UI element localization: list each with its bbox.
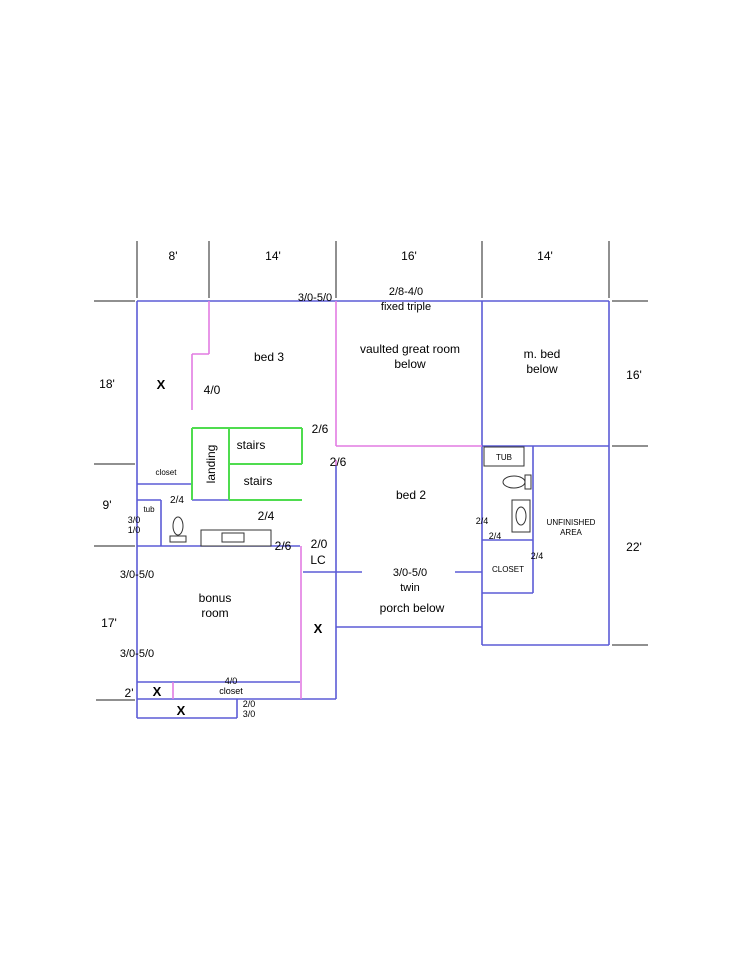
opening-labels: 3/0-5/0 2/8-4/0 fixed triple 4/0 2/6 2/6…: [120, 286, 543, 719]
dim-top-1: 8': [169, 249, 178, 263]
opening-bed2-window-line2: twin: [400, 582, 420, 594]
room-porch: porch below: [380, 601, 445, 615]
room-stairs-lower: stairs: [244, 474, 273, 488]
opening-mbath-door-right: 2/4: [531, 551, 544, 561]
dim-top-4: 14': [537, 249, 553, 263]
room-great-line1: vaulted great room: [360, 342, 460, 356]
opening-bath-window-line2: 1/0: [128, 525, 141, 535]
opening-bath-window-line1: 3/0: [128, 515, 141, 525]
toilet-bowl-right: [502, 475, 526, 489]
x-mark-bottom: X: [177, 703, 186, 718]
opening-closet-door: 4/0: [225, 676, 238, 686]
room-unfinished-line2: AREA: [560, 528, 582, 537]
opening-bonus-window-upper: 3/0-5/0: [120, 569, 154, 581]
dimension-labels: 8' 14' 16' 14' 18' 9' 17' 2' 16' 22': [99, 249, 642, 700]
room-bed2: bed 2: [396, 488, 426, 502]
room-tub-right: TUB: [496, 453, 512, 462]
opening-bonus-window-lower: 3/0-5/0: [120, 648, 154, 660]
dim-left-2: 9': [103, 498, 112, 512]
dim-top-2: 14': [265, 249, 281, 263]
stair-walls: [191, 427, 303, 501]
room-great-line2: below: [394, 357, 426, 371]
x-mark-bed3: X: [157, 377, 166, 392]
room-bonus-line2: room: [201, 606, 228, 620]
toilet-tank-right: [524, 474, 532, 490]
bath-fixtures-right: [483, 446, 532, 533]
room-tub-left: tub: [143, 505, 155, 514]
x-marks: X X X X: [153, 377, 323, 718]
opening-bottom-window-line1: 2/0: [243, 699, 256, 709]
interior-walls: [172, 301, 482, 699]
toilet-bowl: [172, 516, 184, 536]
room-bed3: bed 3: [254, 350, 284, 364]
room-stairs-upper: stairs: [237, 438, 266, 452]
dim-right-1: 16': [626, 368, 642, 382]
opening-lc-door: 2/0: [311, 537, 328, 551]
opening-mbath-door-left: 2/4: [476, 516, 489, 526]
bath-fixtures-left: [169, 516, 272, 547]
room-closet-right: CLOSET: [492, 565, 524, 574]
room-lc: LC: [310, 553, 326, 567]
sink-basin-right: [515, 506, 527, 526]
opening-bath-door-top: 2/4: [170, 495, 184, 506]
x-mark-bottom-small: X: [153, 684, 162, 699]
sink: [221, 532, 245, 543]
opening-great-room-door: 2/6: [330, 455, 347, 469]
dimension-lines: [94, 241, 648, 701]
opening-hall-door: 2/4: [258, 509, 275, 523]
dim-top-3: 16': [401, 249, 417, 263]
toilet-tank: [169, 535, 187, 543]
opening-bottom-window-line2: 3/0: [243, 709, 256, 719]
opening-fixed-triple-line2: fixed triple: [381, 301, 431, 313]
room-bonus-line1: bonus: [199, 591, 232, 605]
room-labels: bed 3 vaulted great room below m. bed be…: [143, 342, 595, 696]
opening-bed2-window-line1: 3/0-5/0: [393, 567, 427, 579]
opening-fixed-triple-line1: 2/8-4/0: [389, 286, 423, 298]
room-closet-bottom: closet: [219, 686, 243, 696]
opening-bed3-door: 4/0: [204, 383, 221, 397]
dim-left-1: 18': [99, 377, 115, 391]
opening-bonus-door: 2/6: [275, 539, 292, 553]
opening-stairs-door: 2/6: [312, 422, 329, 436]
opening-top-window: 3/0-5/0: [298, 292, 332, 304]
dim-right-2: 22': [626, 540, 642, 554]
room-mbed-line1: m. bed: [524, 347, 561, 361]
opening-mbath-door-mid: 2/4: [489, 531, 502, 541]
room-unfinished-line1: UNFINISHED: [547, 518, 596, 527]
room-landing: landing: [204, 445, 218, 484]
room-closet-left: closet: [156, 468, 178, 477]
dim-left-3: 17': [101, 616, 117, 630]
dim-left-4: 2': [125, 686, 134, 700]
room-mbed-line2: below: [526, 362, 558, 376]
tub-right: [483, 446, 525, 467]
x-mark-porch: X: [314, 621, 323, 636]
